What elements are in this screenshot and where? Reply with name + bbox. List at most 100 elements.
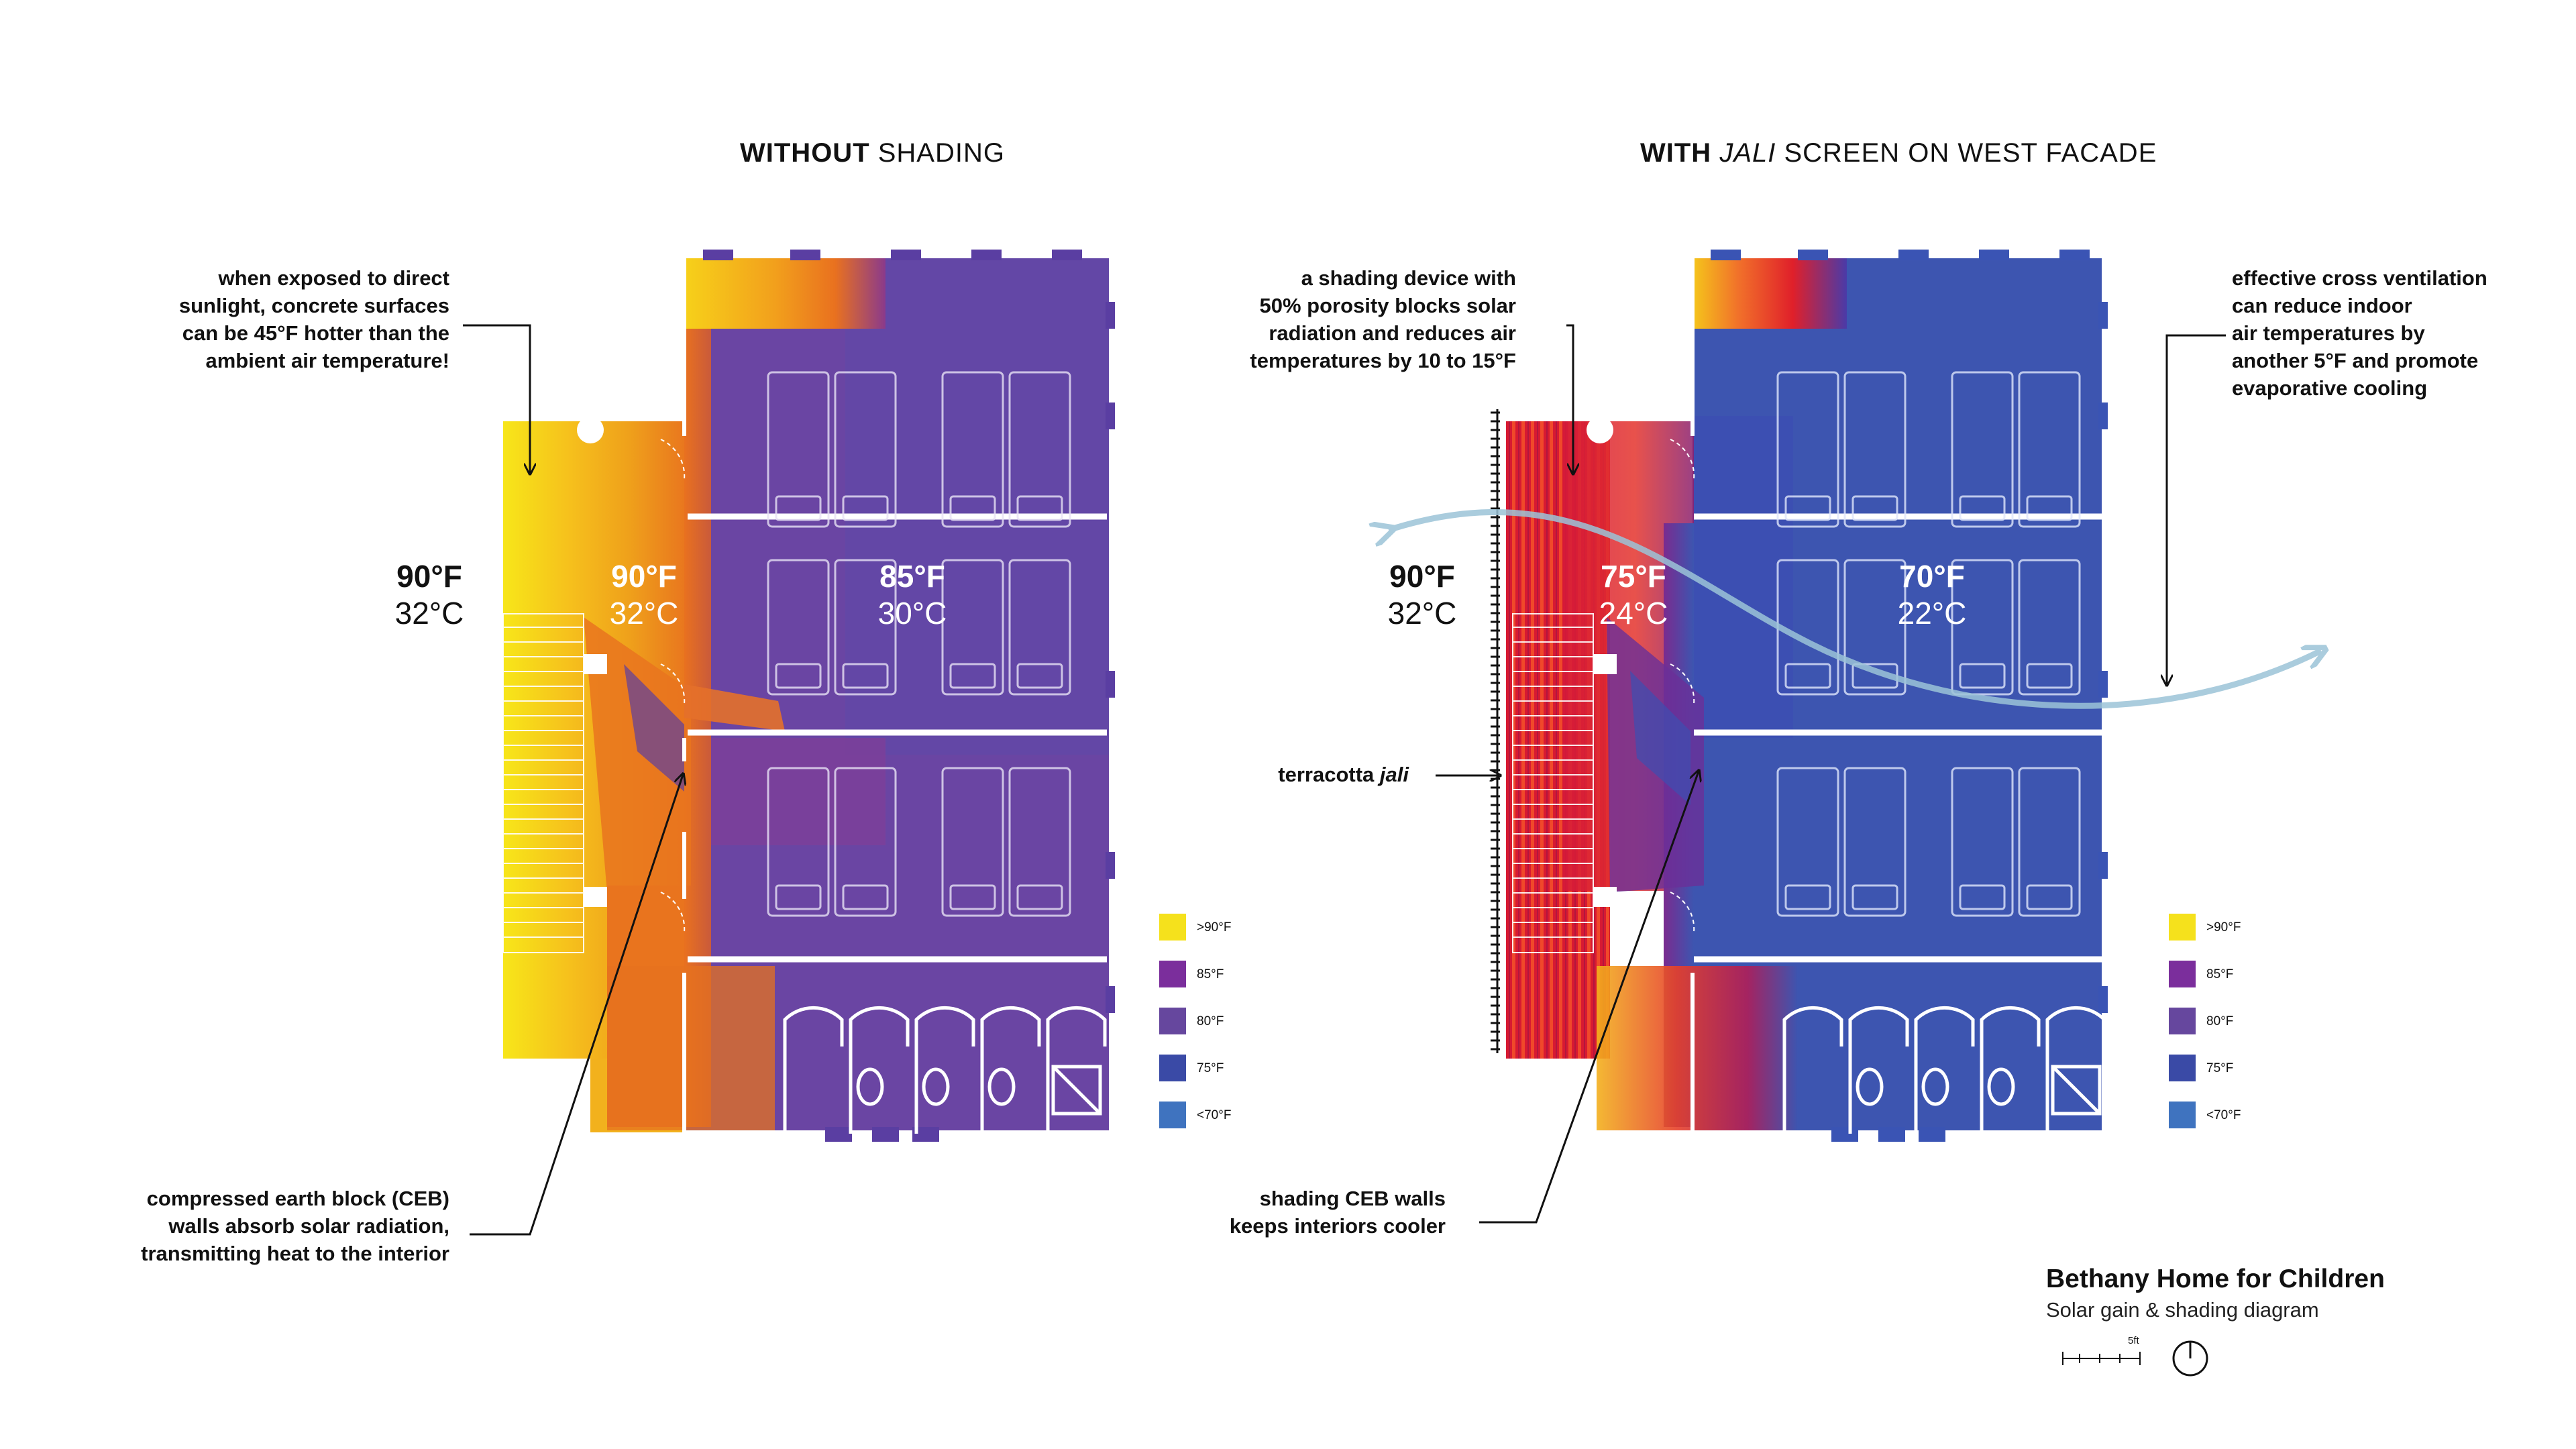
window <box>872 1127 899 1142</box>
stall-partition <box>2111 1006 2172 1134</box>
leader-shading-device <box>1566 324 1573 473</box>
bed-outline <box>941 767 1004 917</box>
right-title-italic: JALI <box>1719 138 1776 168</box>
left-temp-c-corridor: 32°C <box>609 596 679 631</box>
window <box>825 1127 852 1142</box>
bed-outline <box>941 371 1004 528</box>
bed-pillow <box>1016 884 1063 910</box>
window <box>2098 402 2108 429</box>
right-temp-f-room: 70°F <box>1899 559 1965 594</box>
bed-pillow <box>842 884 889 910</box>
right-floor-plan <box>1389 250 2321 1142</box>
stall-partition <box>783 1006 844 1134</box>
annotation-line: ambient air temperature! <box>205 349 450 372</box>
window <box>1106 852 1115 879</box>
scale-label: 5ft <box>2128 1335 2139 1346</box>
legend-right: >90°F 85°F 80°F 75°F <70°F <box>2169 914 2269 1128</box>
annotation-line: another 5°F and promote <box>2232 349 2479 372</box>
bed-pillow <box>949 663 996 689</box>
window <box>891 250 921 260</box>
stall-partition <box>1046 1006 1107 1134</box>
annotation-line: transmitting heat to the interior <box>141 1242 449 1265</box>
leader-cross-ventilation <box>2167 334 2226 684</box>
window <box>1878 1127 1905 1142</box>
shower-drain <box>2051 1065 2101 1115</box>
annotation-line: keeps interiors cooler <box>1229 1214 1446 1238</box>
legend-label: 80°F <box>2206 1014 2234 1028</box>
north-arrow-icon <box>2172 1340 2208 1377</box>
shower-icon <box>1051 1065 1102 1116</box>
left-temp-c-room: 30°C <box>877 596 947 631</box>
left-temp-f-corridor: 90°F <box>611 559 677 594</box>
annotation-line: temperatures by 10 to 15°F <box>1250 349 1516 372</box>
stall-partition <box>1848 1006 1909 1134</box>
bed-pillow <box>1851 495 1898 521</box>
stall-partition <box>2045 1006 2106 1134</box>
legend-label: >90°F <box>1197 920 1232 934</box>
toilet-icon <box>856 1067 884 1106</box>
annotation-line: compressed earth block (CEB) <box>146 1187 449 1210</box>
window <box>2098 302 2108 329</box>
left-title-rest: SHADING <box>869 138 1005 168</box>
jali-italic: jali <box>1379 763 1409 786</box>
left-temp-f-exterior: 90°F <box>396 559 462 594</box>
legend-label: 85°F <box>2206 967 2234 981</box>
stall-partition <box>1782 1006 1843 1134</box>
right-temp-f-exterior: 90°F <box>1389 559 1455 594</box>
stall-partition <box>849 1006 910 1134</box>
window <box>1711 250 1741 260</box>
bed-pillow <box>775 663 822 689</box>
legend-swatch <box>2169 961 2196 987</box>
annotation-line: walls absorb solar radiation, <box>168 1214 449 1238</box>
left-temp-c-exterior: 32°C <box>394 596 464 631</box>
window <box>1919 1127 1945 1142</box>
legend-swatch <box>1159 1008 1186 1034</box>
toilet-icon <box>1987 1067 2015 1106</box>
bed-pillow <box>775 884 822 910</box>
window <box>1979 250 2009 260</box>
legend-label: 80°F <box>1197 1014 1224 1028</box>
bed-outline <box>1843 767 1907 917</box>
annotation-line: air temperatures by <box>2232 321 2425 345</box>
bed-pillow <box>842 495 889 521</box>
annotation-line: evaporative cooling <box>2232 376 2428 400</box>
leader-ceb-left <box>470 775 683 1236</box>
legend-swatch <box>1159 914 1186 941</box>
bed-outline <box>767 559 830 696</box>
window <box>2098 852 2108 879</box>
bed-outline <box>834 559 897 696</box>
right-temp-c-corridor: 24°C <box>1599 596 1668 631</box>
stall-partition <box>980 1006 1041 1134</box>
bed-pillow <box>775 495 822 521</box>
ventilation-arrow <box>1389 509 2321 709</box>
legend-label: 85°F <box>1197 967 1224 981</box>
window <box>1831 1127 1858 1142</box>
legend-label: 75°F <box>2206 1061 2234 1075</box>
bed-outline <box>834 767 897 917</box>
legend-swatch <box>1159 961 1186 987</box>
bed-pillow <box>1851 884 1898 910</box>
toilet-icon <box>1856 1067 1884 1106</box>
window <box>1898 250 1929 260</box>
stall-partition <box>914 1006 975 1134</box>
annotation-line: shading CEB walls <box>1259 1187 1446 1210</box>
leader-concrete <box>463 324 530 473</box>
window <box>1798 250 1828 260</box>
bed-pillow <box>842 663 889 689</box>
annotation-line: can be 45°F hotter than the <box>182 321 449 345</box>
right-title-rest: SCREEN ON WEST FACADE <box>1776 138 2157 168</box>
bed-outline <box>1008 559 1071 696</box>
bed-pillow <box>1959 495 2006 521</box>
legend-swatch <box>2169 1008 2196 1034</box>
leader-ceb-right <box>1479 771 1699 1224</box>
shower-icon <box>2114 1065 2165 1116</box>
bed-pillow <box>1016 495 1063 521</box>
legend-label: <70°F <box>2206 1108 2241 1122</box>
right-temp-c-room: 22°C <box>1897 596 1967 631</box>
stall-partition <box>1914 1006 1975 1134</box>
left-title-bold: WITHOUT <box>740 138 870 168</box>
window <box>2098 671 2108 698</box>
bed-pillow <box>949 884 996 910</box>
annotation-line: effective cross ventilation <box>2232 266 2487 290</box>
